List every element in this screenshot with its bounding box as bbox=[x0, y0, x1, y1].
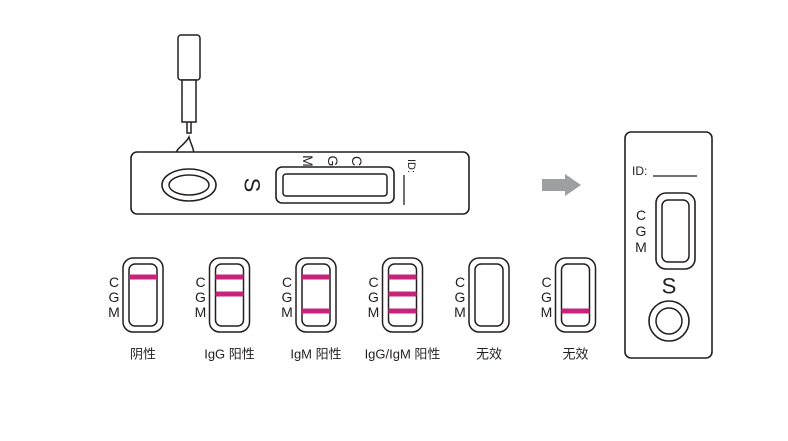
window-label-c: C bbox=[541, 274, 551, 290]
band-c-line bbox=[302, 274, 330, 280]
window-label: G bbox=[636, 223, 647, 239]
sample-label: S bbox=[240, 178, 265, 193]
id-label: ID: bbox=[405, 159, 417, 173]
band-g-line bbox=[388, 291, 417, 297]
result-caption: IgG/IgM 阳性 bbox=[365, 347, 441, 362]
window-label-g: G bbox=[282, 289, 293, 305]
window-label-g: G bbox=[541, 289, 552, 305]
window-label: C bbox=[636, 207, 646, 223]
result-caption: 无效 bbox=[476, 347, 502, 362]
band-g-line bbox=[215, 291, 244, 297]
result-example: CGM IgG 阳性 bbox=[195, 257, 255, 362]
band-m-line bbox=[302, 308, 330, 314]
window-label: M bbox=[635, 239, 647, 255]
window-label-g: G bbox=[109, 289, 120, 305]
result-example: CGM 阴性 bbox=[108, 257, 164, 362]
window-label-g: G bbox=[368, 289, 379, 305]
result-caption: IgM 阳性 bbox=[290, 347, 341, 362]
result-example: CGM 无效 bbox=[454, 257, 510, 362]
window-label-g: G bbox=[455, 289, 466, 305]
right-arrow-icon bbox=[542, 174, 581, 196]
result-caption: 无效 bbox=[562, 347, 588, 362]
window-label-c: C bbox=[282, 274, 292, 290]
horizontal-test-cassette: S C G M ID: bbox=[130, 151, 470, 215]
result-caption: 阴性 bbox=[130, 347, 156, 362]
window-label-m: M bbox=[108, 304, 120, 320]
window-label-g: G bbox=[195, 289, 206, 305]
window-label-m: M bbox=[281, 304, 293, 320]
band-c-line bbox=[129, 274, 157, 280]
dropper-icon bbox=[177, 34, 201, 134]
band-m-line bbox=[388, 308, 417, 314]
result-example: CGM IgG/IgM 阳性 bbox=[365, 257, 441, 362]
band-m-line bbox=[561, 308, 590, 314]
window-label: M bbox=[300, 155, 316, 167]
window-label: C bbox=[349, 156, 365, 166]
window-label-m: M bbox=[368, 304, 380, 320]
id-label: ID: bbox=[632, 164, 647, 178]
window-label: G bbox=[325, 156, 341, 167]
vertical-test-cassette: ID: C G M S bbox=[624, 131, 713, 359]
window-label-c: C bbox=[109, 274, 119, 290]
band-c-line bbox=[215, 274, 244, 280]
window-label-m: M bbox=[541, 304, 553, 320]
window-label-m: M bbox=[195, 304, 207, 320]
result-caption: IgG 阳性 bbox=[204, 347, 255, 362]
band-c-line bbox=[388, 274, 417, 280]
window-label-m: M bbox=[454, 304, 466, 320]
sample-label: S bbox=[662, 274, 677, 299]
result-example: CGM IgM 阳性 bbox=[281, 257, 342, 362]
result-example: CGM 无效 bbox=[541, 257, 597, 362]
window-label-c: C bbox=[455, 274, 465, 290]
window-label-c: C bbox=[195, 274, 205, 290]
window-label-c: C bbox=[368, 274, 378, 290]
